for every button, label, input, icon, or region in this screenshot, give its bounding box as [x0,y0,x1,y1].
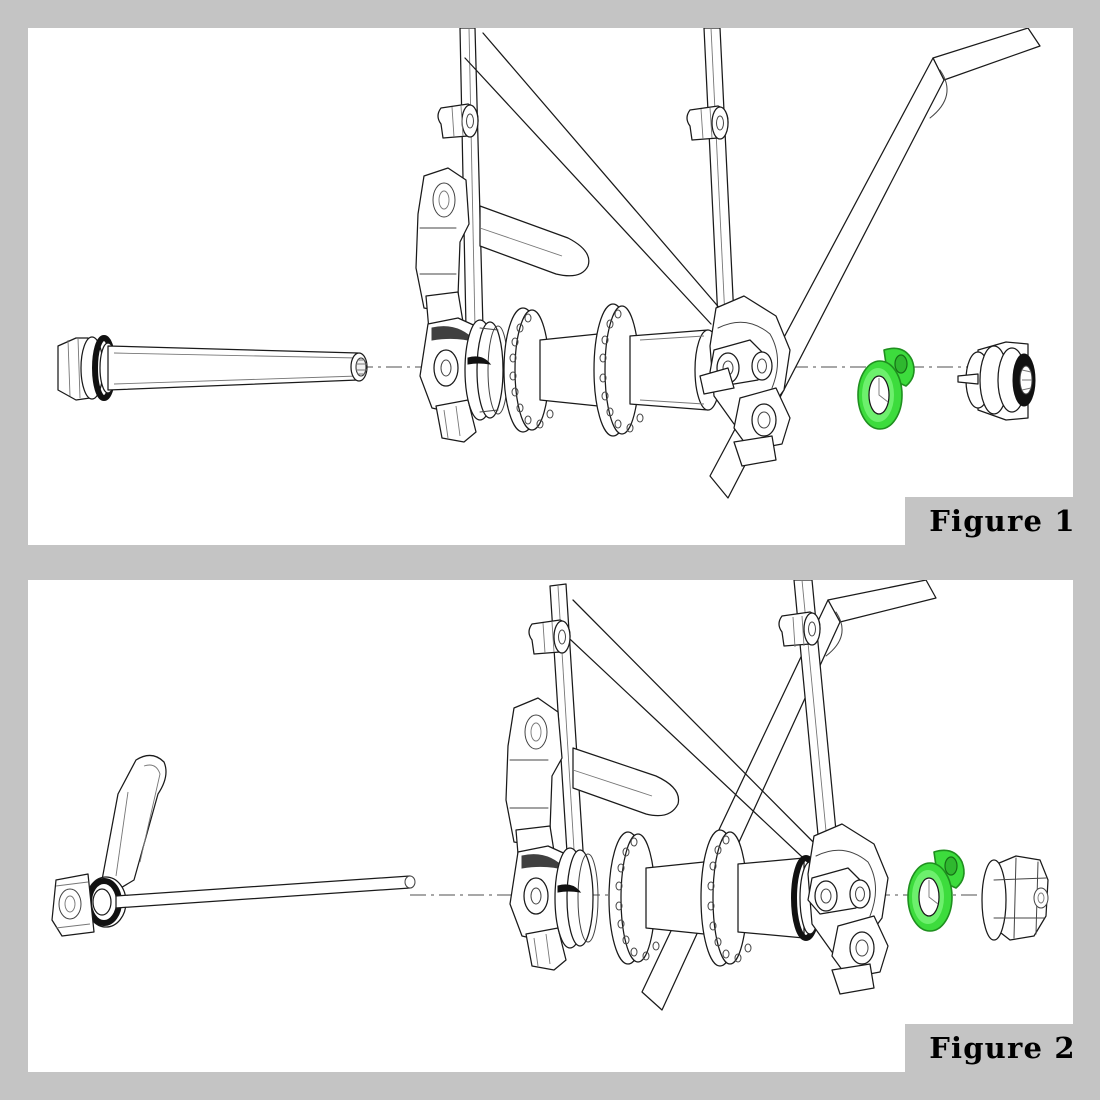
left-flange-spoke-holes [509,313,554,429]
figure-2-panel [28,580,1073,1072]
rear-hub [608,829,821,967]
thru-axle-end-nut [957,341,1036,421]
green-spacer-washer [907,849,965,932]
brake-bridge [479,205,590,277]
skewer-rod [115,875,416,909]
figure-2-caption: Figure 2 [905,1024,1100,1072]
green-spacer-washer [857,347,915,430]
figure-1-panel [28,28,1073,545]
frame-boss-left [437,103,479,139]
thru-axle-shaft [57,335,368,401]
quick-release-lever [51,754,167,937]
rear-hub [503,303,722,437]
frame-boss-right [686,105,729,141]
right-dropout [699,295,791,467]
quick-release-nut [981,855,1049,941]
figure-1-drawing [57,28,1041,499]
chain-stay [555,599,834,871]
figure-1-caption: Figure 1 [905,497,1100,545]
left-flange-spoke-holes [615,837,660,961]
right-dropout [807,823,889,995]
right-flange-spoke-holes [599,309,644,433]
rotor-lockring-stack [554,847,599,949]
rotor-lockring-stack [464,319,509,421]
brake-bridge [572,747,680,817]
frame-boss-right [778,611,821,648]
chain-stay [464,32,729,325]
right-flange-spoke-holes [707,835,752,963]
figure-2-drawing [51,580,1049,1011]
frame-boss-left [528,619,571,655]
